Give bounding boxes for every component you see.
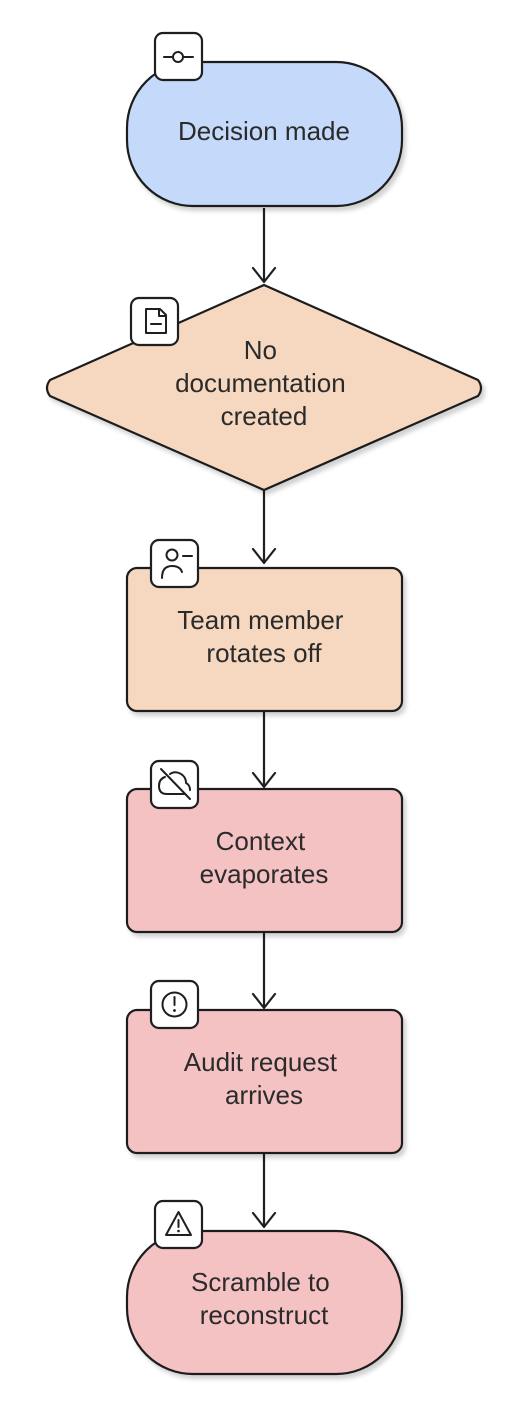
node-label: Team member rotates off bbox=[177, 605, 350, 668]
node-label: Scramble to reconstruct bbox=[191, 1267, 337, 1330]
edge-audit-to-scramble bbox=[251, 1154, 277, 1229]
commit-icon bbox=[153, 31, 204, 82]
edge-team-member-to-context bbox=[251, 712, 277, 789]
node-audit-request[interactable]: Audit request arrives bbox=[125, 979, 404, 1155]
node-scramble[interactable]: Scramble to reconstruct bbox=[125, 1199, 404, 1376]
edge-decision-to-no-documentation bbox=[251, 208, 277, 284]
alert-triangle-icon bbox=[153, 1199, 204, 1250]
user-minus-icon bbox=[149, 538, 200, 589]
edge-no-documentation-to-team-member bbox=[251, 490, 277, 565]
node-no-documentation[interactable]: No documentation created bbox=[45, 283, 483, 492]
edges bbox=[251, 208, 277, 1229]
node-decision-made[interactable]: Decision made bbox=[125, 31, 404, 208]
edge-context-to-audit bbox=[251, 933, 277, 1010]
node-team-member-rotates[interactable]: Team member rotates off bbox=[125, 538, 404, 713]
cloud-off-icon bbox=[149, 759, 200, 810]
node-label: Context evaporates bbox=[200, 826, 329, 889]
node-label: No documentation created bbox=[175, 335, 353, 431]
file-minus-icon bbox=[129, 296, 180, 347]
alert-circle-icon bbox=[149, 979, 200, 1030]
node-label: Decision made bbox=[178, 116, 350, 146]
node-context-evaporates[interactable]: Context evaporates bbox=[125, 759, 404, 934]
node-label: Audit request arrives bbox=[184, 1047, 344, 1110]
